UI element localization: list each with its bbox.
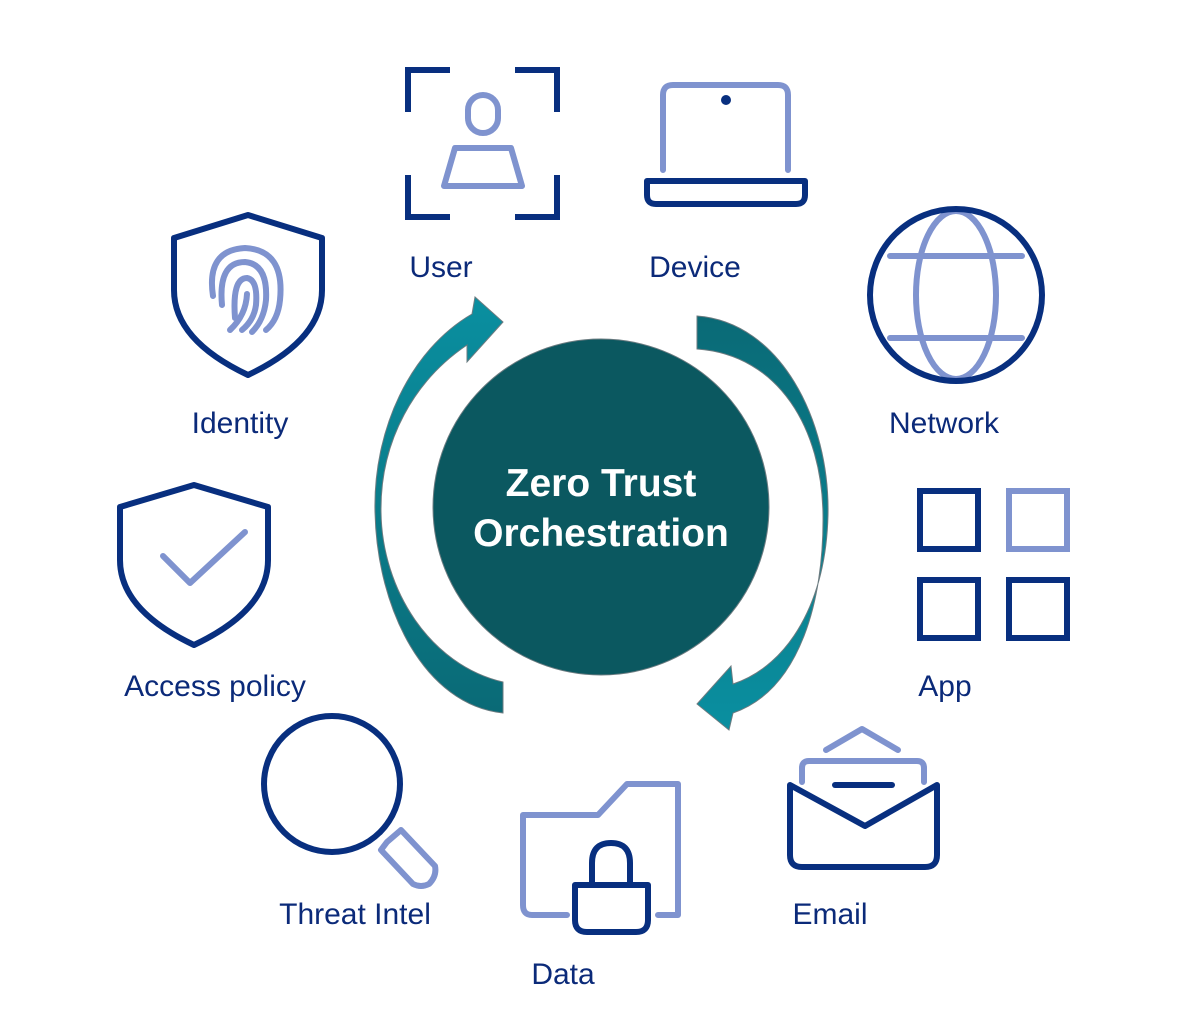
locked-folder-icon <box>520 781 681 935</box>
center-title-line1: Zero Trust <box>506 462 697 505</box>
email-icon <box>787 726 940 870</box>
user-label: User <box>409 251 472 284</box>
threat-intel-label: Threat Intel <box>279 898 431 931</box>
access-policy-label: Access policy <box>124 670 306 703</box>
globe-icon <box>867 206 1045 384</box>
center-circle <box>432 338 770 676</box>
laptop-icon <box>644 82 808 207</box>
user-icon <box>405 67 560 220</box>
email-label: Email <box>792 898 867 931</box>
app-label: App <box>918 670 971 703</box>
cycle-arrow-right <box>696 315 829 731</box>
shield-check-icon <box>117 482 271 648</box>
shield-fingerprint-icon <box>171 212 325 378</box>
cycle-arrow-left <box>374 296 504 714</box>
identity-label: Identity <box>192 407 289 440</box>
network-label: Network <box>889 407 1000 440</box>
data-label: Data <box>531 958 595 991</box>
device-label: Device <box>649 251 741 284</box>
center-title-line2: Orchestration <box>473 512 729 555</box>
app-grid-icon <box>917 488 1070 641</box>
magnifier-icon <box>261 713 439 889</box>
